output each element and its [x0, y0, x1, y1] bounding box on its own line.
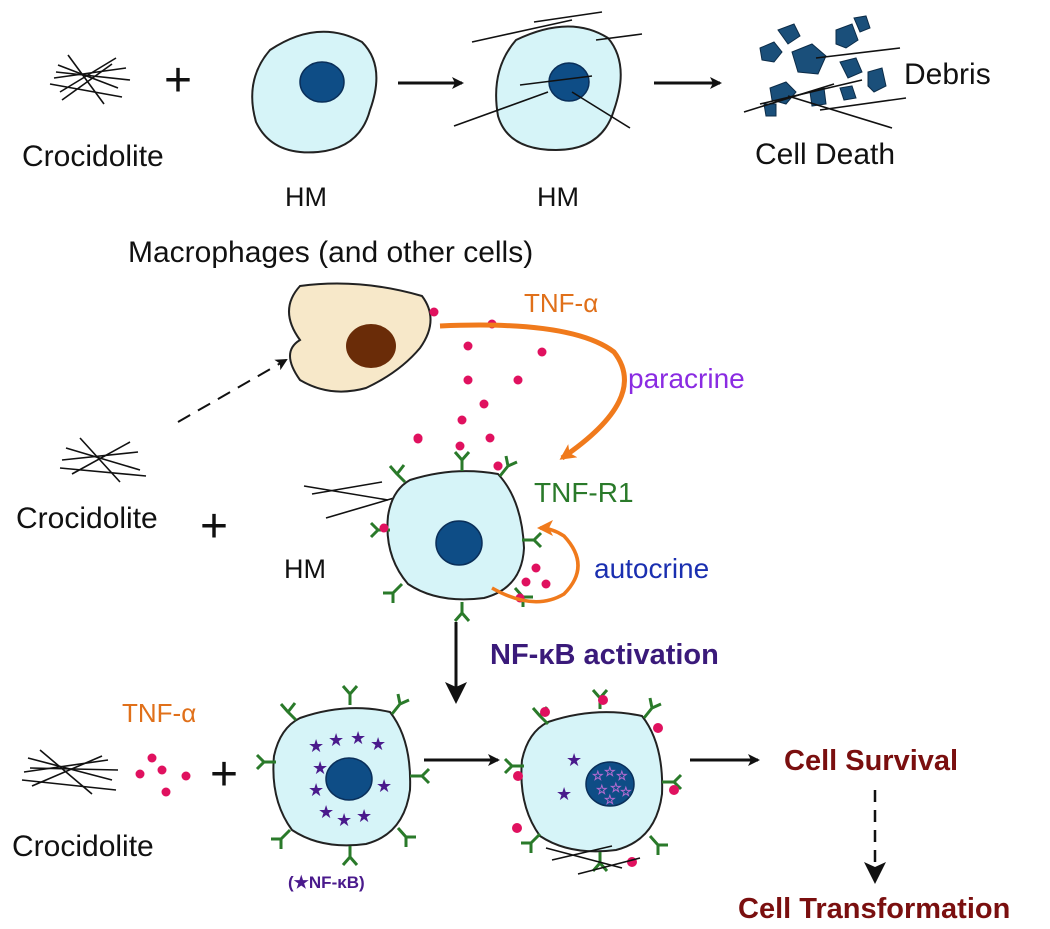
hm-cell-2-penetrated: [453, 11, 643, 152]
autocrine-label: autocrine: [594, 553, 709, 584]
svg-text:★: ★: [318, 802, 334, 822]
svg-text:★: ★: [328, 730, 344, 750]
cell-transformation-label: Cell Transformation: [738, 893, 1010, 925]
mid-hm-label: HM: [284, 554, 326, 584]
svg-text:☆: ☆: [592, 768, 604, 783]
svg-text:★: ★: [556, 784, 572, 804]
hm-cell-nfkb-cytoplasmic: ★ ★ ★ ★ ★ ★ ★ ★ ★ ★: [255, 685, 431, 866]
autocrine-arrow-icon: [491, 520, 580, 604]
svg-text:☆: ☆: [604, 764, 616, 779]
svg-text:☆: ☆: [620, 784, 632, 799]
top-hm-label-2: HM: [537, 182, 579, 212]
tnf-r1-label: TNF-R1: [534, 477, 634, 508]
macrophage-cell: [288, 282, 432, 393]
svg-text:☆: ☆: [610, 780, 622, 795]
nucleus-icon: [585, 761, 635, 807]
top-plus-sign: +: [164, 54, 192, 107]
svg-text:★: ★: [370, 734, 386, 754]
mid-crocidolite-label: Crocidolite: [16, 502, 158, 535]
tnf-receptor-icons: [503, 689, 683, 872]
tnf-alpha-molecules: [135, 753, 191, 797]
svg-text:☆: ☆: [604, 792, 616, 807]
hm-cell-1: [251, 30, 378, 154]
nfkb-star-icons: ★ ★: [556, 750, 582, 804]
svg-text:★: ★: [376, 776, 392, 796]
top-fibers-icon: [49, 54, 131, 105]
nucleus-icon: [299, 61, 345, 103]
bottom-free-fibers-icon: [545, 845, 641, 875]
paracrine-arrow-icon: [439, 322, 627, 461]
tnf-alpha-top-label: TNF-α: [524, 288, 598, 318]
hm-cell-receptors: [369, 434, 551, 622]
svg-text:★: ★: [336, 810, 352, 830]
tnf-alpha-molecules: [413, 307, 547, 471]
hm-cell-nfkb-nuclear: ☆ ☆ ☆ ☆ ☆ ☆ ☆ ★ ★: [503, 689, 683, 872]
nucleus-icon: [548, 62, 590, 102]
tnf-receptor-icons: [255, 685, 431, 866]
dashed-arrow-icon: [177, 359, 288, 423]
macrophages-label: Macrophages (and other cells): [128, 236, 533, 269]
nucleus-icon: [346, 324, 396, 368]
nfkb-star-icons: ★ ★ ★ ★ ★ ★ ★ ★ ★ ★: [308, 728, 392, 830]
svg-text:★: ★: [350, 728, 366, 748]
nuclear-nfkb-star-icons: ☆ ☆ ☆ ☆ ☆ ☆ ☆: [592, 764, 632, 808]
nucleus-icon: [435, 520, 483, 566]
cell-debris-icon: [743, 15, 907, 129]
bottom-plus-sign: +: [210, 748, 238, 801]
svg-text:☆: ☆: [616, 768, 628, 783]
svg-text:★: ★: [308, 780, 324, 800]
cell-survival-label: Cell Survival: [784, 745, 958, 777]
top-crocidolite-label: Crocidolite: [22, 140, 164, 173]
bottom-fibers-icon: [21, 749, 119, 795]
mid-fibers-icon: [59, 437, 147, 483]
svg-text:★: ★: [566, 750, 582, 770]
svg-text:★: ★: [312, 758, 328, 778]
tnf-receptor-icons: [369, 451, 543, 622]
mid-free-fibers-icon: [303, 481, 395, 519]
mid-plus-sign: +: [200, 500, 228, 553]
debris-label: Debris: [904, 58, 991, 91]
paracrine-label: paracrine: [628, 363, 745, 394]
svg-text:★: ★: [356, 806, 372, 826]
top-hm-label-1: HM: [285, 182, 327, 212]
nfkb-legend-label: (★NF-κB): [288, 873, 365, 892]
nucleus-icon: [325, 757, 373, 801]
cell-death-label: Cell Death: [755, 138, 895, 171]
tnf-alpha-bottom-label: TNF-α: [122, 698, 196, 728]
nfkb-activation-label: NF-κB activation: [490, 639, 719, 671]
bottom-crocidolite-label: Crocidolite: [12, 830, 154, 863]
svg-text:★: ★: [308, 736, 324, 756]
svg-text:☆: ☆: [596, 782, 608, 797]
bound-tnf-alpha-molecules: [512, 695, 679, 867]
